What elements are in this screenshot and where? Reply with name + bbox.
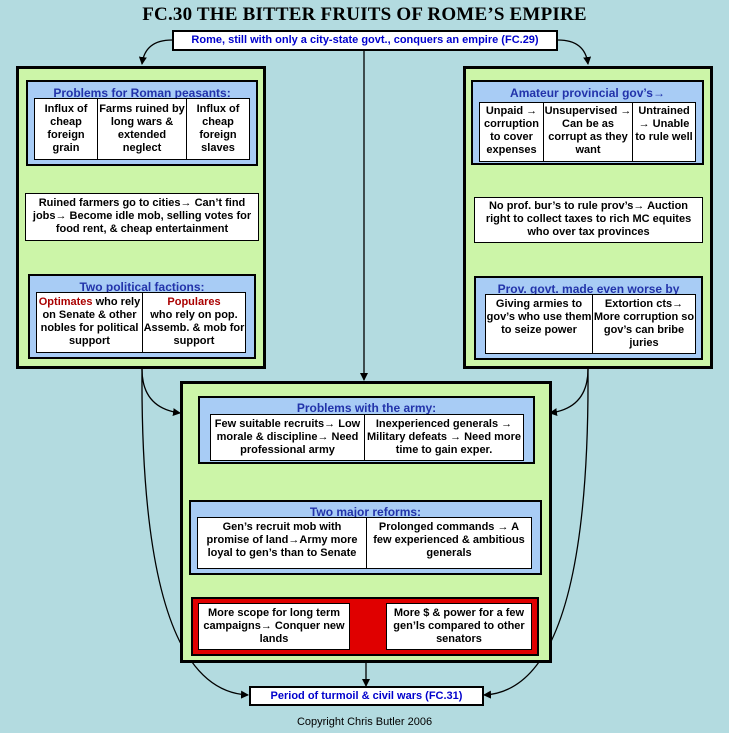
chart-title: FC.30 THE BITTER FRUITS OF ROME’S EMPIRE	[142, 4, 587, 25]
copyright-text: Copyright Chris Butler 2006	[296, 716, 433, 728]
reforms-title: Two major reforms:	[309, 505, 422, 519]
army-title: Problems with the army:	[296, 401, 437, 415]
populares-text: who rely on pop. Assemb. & mob for suppo…	[143, 309, 245, 347]
populares-cell: Populares who rely on pop. Assemb. & mob…	[142, 292, 246, 353]
peasants-cell-farms: Farms ruined by long wars & extended neg…	[97, 98, 187, 160]
army-cell-recruits: Few suitable recruits→ Low morale & disc…	[210, 414, 365, 461]
reforms-cell-recruit-mob: Gen’s recruit mob with promise of land→A…	[197, 517, 367, 569]
amateur-cell-unpaid: Unpaid → corruption to cover expenses	[479, 102, 544, 162]
optimates-cell: Optimates who rely on Senate & other nob…	[36, 292, 143, 353]
peasants-cell-grain: Influx of cheap foreign grain	[34, 98, 98, 160]
no-bureaucracy-box: No prof. bur’s to rule prov’s→ Auction r…	[474, 197, 703, 243]
peasants-cell-slaves: Influx of cheap foreign slaves	[186, 98, 250, 160]
worse-cell-armies: Giving armies to gov’s who use them to s…	[485, 294, 593, 354]
worse-cell-extortion: Extortion cts→ More corruption so gov’s …	[592, 294, 696, 354]
populares-name: Populares	[167, 296, 221, 308]
top-node-box: Rome, still with only a city-state govt.…	[172, 30, 558, 51]
optimates-text: who rely on Senate & other nobles for po…	[40, 296, 141, 347]
worse-title: Prov. govt. made even worse by	[497, 282, 680, 296]
reforms-cell-commands: Prolonged commands → A few experienced &…	[366, 517, 532, 569]
factions-title: Two political factions:	[79, 280, 205, 294]
peasants-title: Problems for Roman peasants:	[53, 86, 231, 100]
amateur-cell-untrained: Untrained → Unable to rule well	[632, 102, 696, 162]
ruined-farmers-box: Ruined farmers go to cities→ Can’t find …	[25, 193, 259, 241]
result-cell-power: More $ & power for a few gen’ls compared…	[386, 603, 532, 650]
bottom-node-box: Period of turmoil & civil wars (FC.31)	[249, 686, 484, 706]
optimates-name: Optimates	[38, 296, 93, 308]
amateur-cell-unsupervised: Unsupervised → Can be as corrupt as they…	[543, 102, 633, 162]
army-cell-generals: Inexperienced generals → Military defeat…	[364, 414, 524, 461]
amateur-title: Amateur provincial gov’s→	[510, 86, 665, 100]
result-cell-campaigns: More scope for long term campaigns→ Conq…	[198, 603, 350, 650]
